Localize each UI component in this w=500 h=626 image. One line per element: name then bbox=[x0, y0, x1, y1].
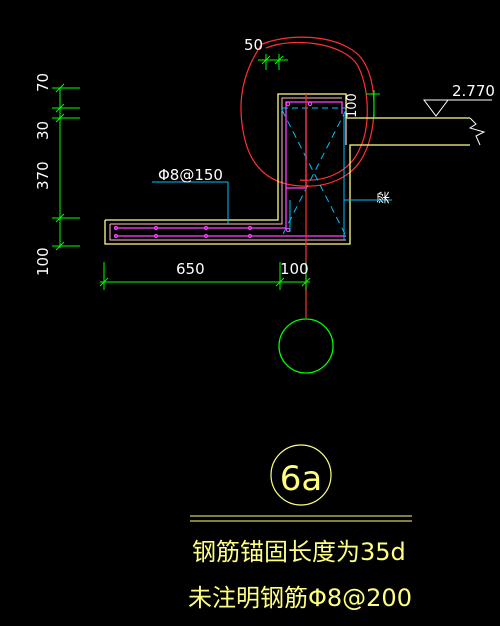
note-line-2: 未注明钢筋Φ8@200 bbox=[188, 584, 412, 612]
horizontal-dimension bbox=[99, 262, 311, 290]
revision-cloud bbox=[240, 36, 375, 187]
stirrups-cyan bbox=[152, 107, 392, 240]
dim-100-inner: 100 bbox=[345, 93, 360, 118]
axis-bubble bbox=[278, 318, 334, 374]
top-dimension bbox=[258, 54, 288, 70]
vertical-dimension-chain bbox=[52, 83, 80, 251]
dim-100-horizontal: 100 bbox=[280, 260, 309, 278]
slab-inner-outline bbox=[109, 97, 346, 241]
dim-70: 70 bbox=[34, 73, 52, 92]
dim-100-vertical: 100 bbox=[34, 247, 52, 276]
dim-650: 650 bbox=[176, 260, 205, 278]
dim-370: 370 bbox=[34, 161, 52, 190]
concrete-outline bbox=[104, 93, 470, 245]
section-tag: 6a bbox=[280, 459, 322, 499]
rebar-callout: Φ8@150 bbox=[158, 166, 223, 184]
vertical-dimension-texts: 70 30 370 100 bbox=[34, 73, 52, 276]
section-tag-circle bbox=[270, 444, 332, 506]
note-line-1: 钢筋锚固长度为35d bbox=[192, 538, 406, 566]
break-line bbox=[468, 117, 486, 146]
dim-30: 30 bbox=[34, 121, 52, 140]
inner-dimension-100 bbox=[366, 90, 380, 118]
elevation-marker bbox=[423, 99, 492, 117]
title-underline bbox=[190, 515, 412, 522]
rebar-lines bbox=[114, 101, 346, 237]
dim-50: 50 bbox=[244, 36, 263, 54]
elevation-label: 2.770 bbox=[452, 82, 495, 100]
beam-label: 梁 bbox=[377, 191, 392, 204]
